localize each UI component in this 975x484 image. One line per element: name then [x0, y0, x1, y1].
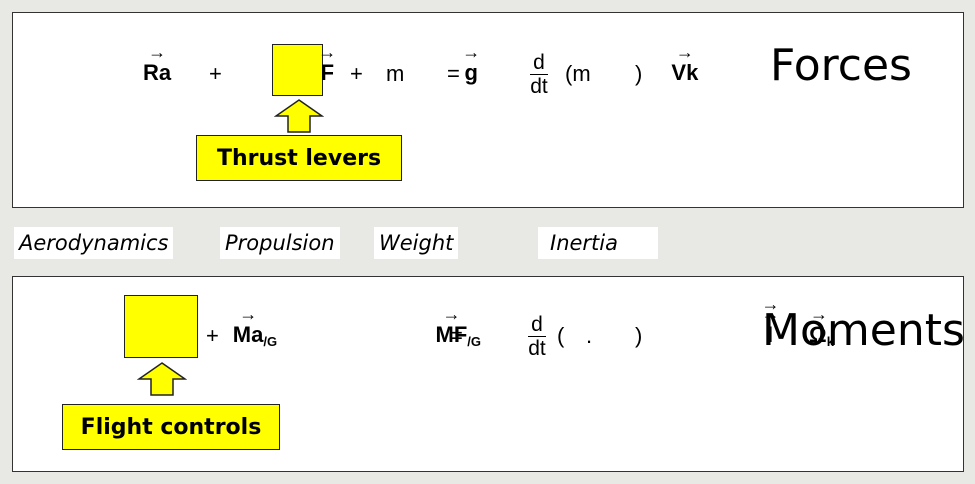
label-inertia: Inertia [538, 227, 658, 259]
thrust-highlight-box [272, 44, 323, 96]
thrust-levers-label: Thrust levers [196, 135, 402, 181]
vector-arrow-icon: → [809, 304, 828, 324]
plus-sign: + [206, 323, 219, 348]
paren-close: ) [635, 323, 643, 348]
plus-sign: + [209, 61, 222, 86]
aero-moment-highlight-box [124, 295, 198, 358]
label-aerodynamics: Aerodynamics [14, 227, 174, 259]
vector-f: → F [318, 42, 337, 85]
vector-g: → g [462, 42, 481, 85]
equals-sign: = [450, 323, 463, 348]
time-derivative: d dt [528, 313, 546, 360]
vector-arrow-icon: → [239, 304, 258, 324]
paren-close: ) [635, 61, 643, 86]
time-derivative: d dt [530, 51, 548, 98]
moments-title: Moments [762, 305, 965, 356]
vector-mf: → MF/G [435, 304, 482, 349]
flight-controls-label: Flight controls [62, 404, 280, 450]
vector-vk: → Vk [671, 42, 699, 85]
vector-arrow-icon: → [442, 304, 461, 324]
vector-arrow-icon: → [675, 42, 694, 62]
vector-ma: → Ma/G [232, 304, 278, 349]
inertia-tensor: →→ I [761, 294, 780, 347]
vector-arrow-icon: → [148, 42, 167, 62]
plus-sign: + [350, 61, 363, 86]
vector-arrow-icon: → [462, 42, 481, 62]
label-weight: Weight [374, 227, 459, 259]
forces-panel [12, 12, 964, 208]
double-arrow-icon: →→ [761, 294, 780, 324]
equals-sign: = [447, 61, 460, 86]
label-propulsion: Propulsion [220, 227, 340, 259]
paren-open: (m [565, 61, 591, 86]
up-arrow-icon [274, 99, 324, 133]
up-arrow-icon [137, 362, 187, 396]
mass-term: m [386, 61, 405, 86]
forces-title: Forces [770, 40, 912, 91]
paren-open: ( [557, 323, 565, 348]
vector-omega: → Ωk [809, 304, 834, 349]
dot-product: . [586, 323, 593, 348]
vector-ra: → Ra [143, 42, 172, 85]
vector-arrow-icon: → [318, 42, 337, 62]
